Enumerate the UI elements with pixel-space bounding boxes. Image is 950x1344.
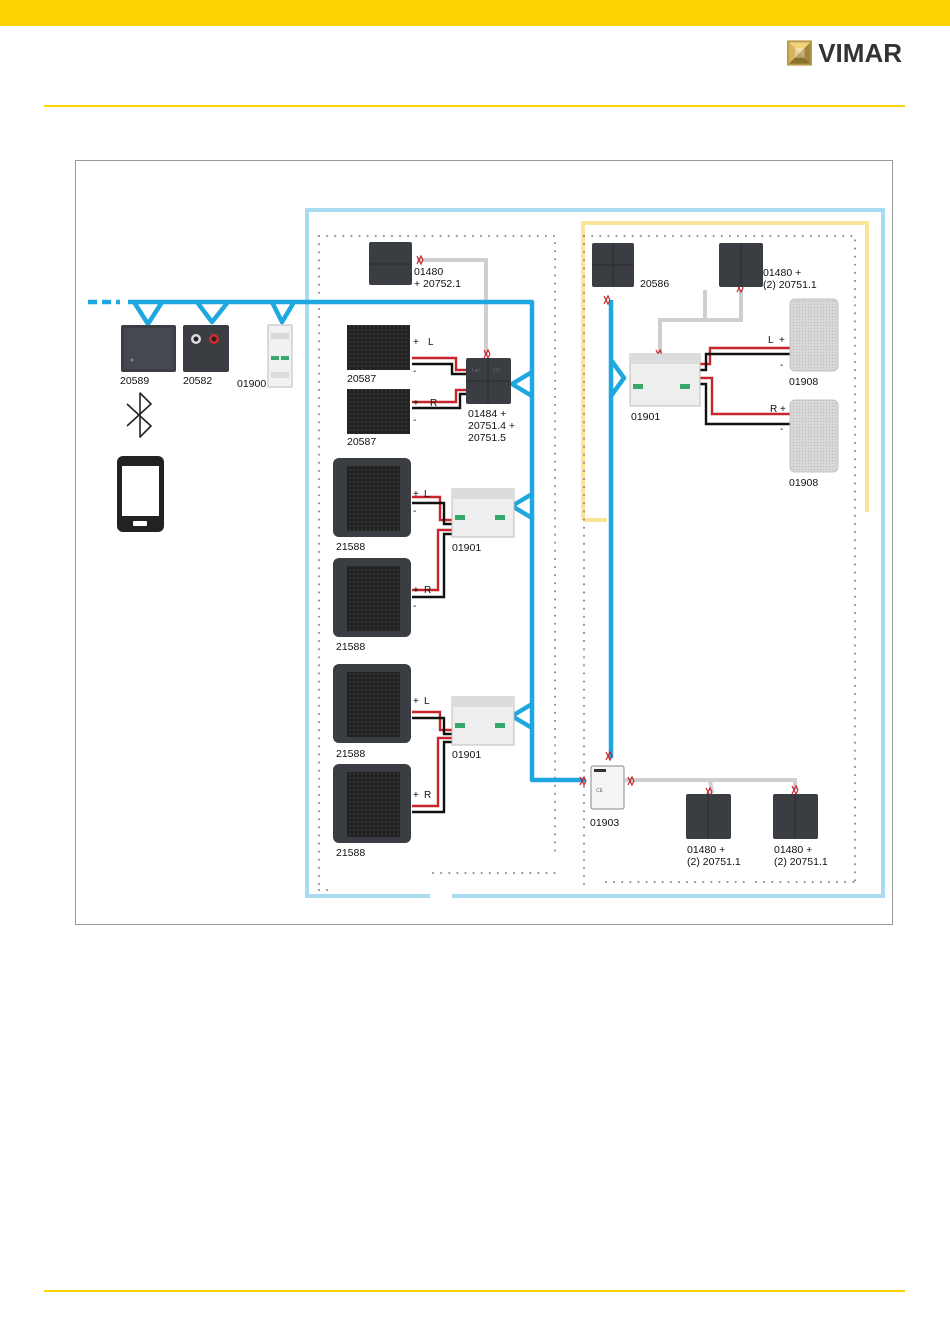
label-01901-a: 01901 <box>452 542 481 554</box>
label-01901-b: 01901 <box>452 749 481 761</box>
label-01484-line2: 20751.4 + <box>468 420 515 432</box>
plus-sign: + <box>413 337 419 348</box>
channel-L: L <box>424 489 430 500</box>
amplifier-01901-a <box>452 489 514 537</box>
plus-sign: + <box>413 489 419 500</box>
speaker-20587-b <box>347 389 410 434</box>
label-20589: 20589 <box>120 375 149 387</box>
label-01480-top-line1: 01480 <box>414 266 443 278</box>
svg-text:I/O: I/O <box>493 368 500 374</box>
label-20587-a: 20587 <box>347 373 376 385</box>
amplifier-01901-b <box>452 697 514 745</box>
amplifier-01901-c <box>630 354 700 406</box>
label-20587-b: 20587 <box>347 436 376 448</box>
speaker-21588-c <box>333 664 411 743</box>
label-20582: 20582 <box>183 375 212 387</box>
label-01480-bottom1-line1: 01480 + <box>687 844 725 856</box>
plus-sign: + <box>413 790 419 801</box>
bluetooth-icon <box>127 393 151 437</box>
device-01900 <box>268 325 292 387</box>
speaker-21588-a <box>333 458 411 537</box>
smartphone-icon <box>117 456 164 532</box>
label-21588-a: 21588 <box>336 541 365 553</box>
minus-sign: - <box>413 807 416 818</box>
speaker-01908-a <box>790 299 838 371</box>
channel-R: R <box>424 790 431 801</box>
label-01484-line1: 01484 + <box>468 408 506 420</box>
label-01480-bottom2-line1: 01480 + <box>774 844 812 856</box>
label-01484-line3: 20751.5 <box>468 432 506 444</box>
minus-sign: - <box>780 360 783 371</box>
label-21588-d: 21588 <box>336 847 365 859</box>
device-01480-right <box>719 243 763 287</box>
channel-L: L <box>424 696 430 707</box>
label-01480-bottom2-line2: (2) 20751.1 <box>774 856 828 868</box>
label-01901-c: 01901 <box>631 411 660 423</box>
device-20589 <box>121 325 176 372</box>
device-20586 <box>592 243 634 287</box>
label-01903: 01903 <box>590 817 619 829</box>
label-01908-a: 01908 <box>789 376 818 388</box>
minus-sign: - <box>413 713 416 724</box>
label-01480-right-line1: 01480 + <box>763 267 801 279</box>
label-20586: 20586 <box>640 278 669 290</box>
device-01480-bottom-2 <box>773 794 818 839</box>
label-01908-b: 01908 <box>789 477 818 489</box>
plus-sign: + <box>413 398 419 409</box>
label-01900: 01900 <box>237 378 266 390</box>
device-20582 <box>183 325 229 372</box>
minus-sign: - <box>413 506 416 517</box>
minus-sign: - <box>780 424 783 435</box>
bus-hub-01903: CE <box>591 766 624 809</box>
minus-sign: - <box>413 601 416 612</box>
label-01480-bottom1-line2: (2) 20751.1 <box>687 856 741 868</box>
minus-sign: - <box>413 366 416 377</box>
speaker-01908-b <box>790 400 838 472</box>
footer-divider <box>44 1290 905 1292</box>
plus-sign: + <box>779 335 785 346</box>
plus-sign: + <box>413 696 419 707</box>
speaker-20587-a <box>347 325 410 370</box>
plus-sign: + <box>413 585 419 596</box>
label-01480-top-line2: + 20752.1 <box>414 278 461 290</box>
channel-R: R <box>770 404 777 415</box>
channel-L: L <box>428 337 434 348</box>
minus-sign: - <box>413 415 416 426</box>
label-21588-c: 21588 <box>336 748 365 760</box>
svg-text:CE: CE <box>596 788 604 794</box>
channel-L: L <box>768 335 774 346</box>
amplifier-01484: I◄I I/O <box>466 358 511 404</box>
svg-text:I◄I: I◄I <box>472 368 480 374</box>
label-01480-right-line2: (2) 20751.1 <box>763 279 817 291</box>
device-01480-top <box>369 242 412 285</box>
channel-R: R <box>424 585 431 596</box>
label-21588-b: 21588 <box>336 641 365 653</box>
speaker-21588-d <box>333 764 411 843</box>
speaker-21588-b <box>333 558 411 637</box>
device-01480-bottom-1 <box>686 794 731 839</box>
plus-sign: + <box>780 404 786 415</box>
channel-R: R <box>430 398 437 409</box>
